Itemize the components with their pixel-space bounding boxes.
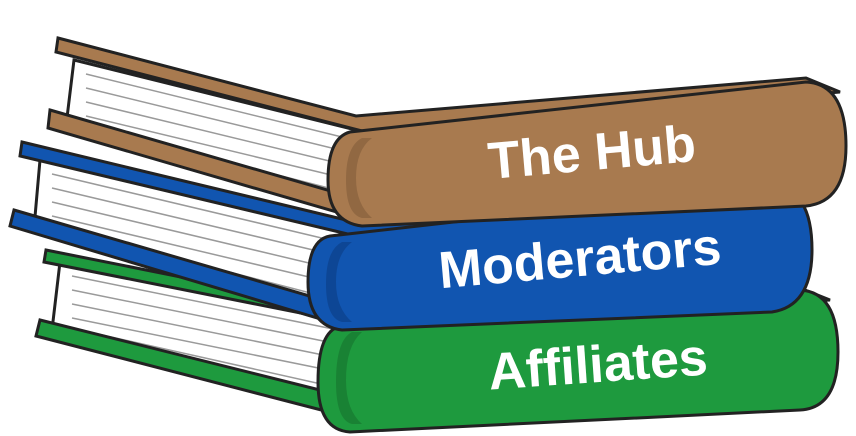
spine-shade [346,138,372,218]
book-spine [326,80,848,228]
spine-shade [326,242,352,322]
spine-shade [336,332,362,424]
book-moderators[interactable]: Moderators [8,140,814,332]
book-the-hub[interactable]: The Hub [46,36,848,228]
book-spine [306,184,814,332]
